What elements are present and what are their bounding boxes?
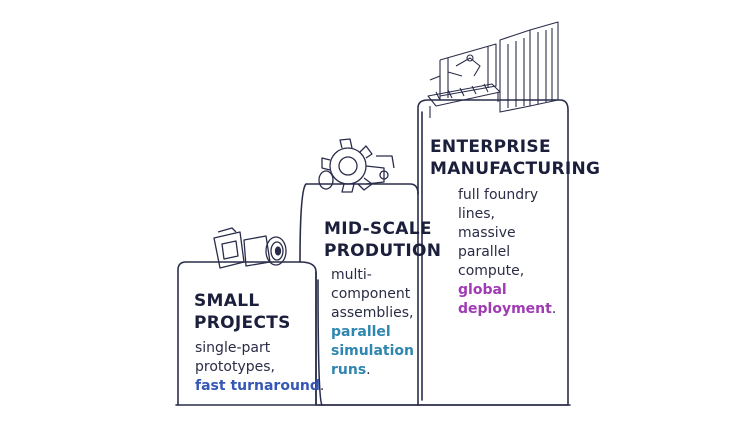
step-3-highlight-2: deployment xyxy=(458,301,552,317)
step-3-description: full foundry lines, massive parallel com… xyxy=(458,187,557,317)
factory-line-icon xyxy=(427,21,559,118)
step-1-highlight: fast turnaround xyxy=(195,378,320,394)
step-1-title: SMALL PROJECTS xyxy=(194,291,291,333)
step-2-highlight-3: runs xyxy=(331,362,367,378)
gear-assembly-icon xyxy=(318,138,395,193)
step-3-title: ENTERPRISE MANUFACTURING xyxy=(430,137,601,179)
step-3-outline xyxy=(417,99,569,406)
step-2-highlight-1: parallel xyxy=(331,324,391,340)
camera-icon xyxy=(213,227,287,269)
step-3-highlight-1: global xyxy=(458,282,507,298)
step-2-description: multi- component assemblies, parallel si… xyxy=(331,267,415,378)
step-1-description: single-part prototypes, fast turnaround. xyxy=(195,340,325,394)
step-2-title: MID-SCALE PRODUTION xyxy=(324,219,442,261)
step-2-highlight-2: simulation xyxy=(331,343,415,359)
